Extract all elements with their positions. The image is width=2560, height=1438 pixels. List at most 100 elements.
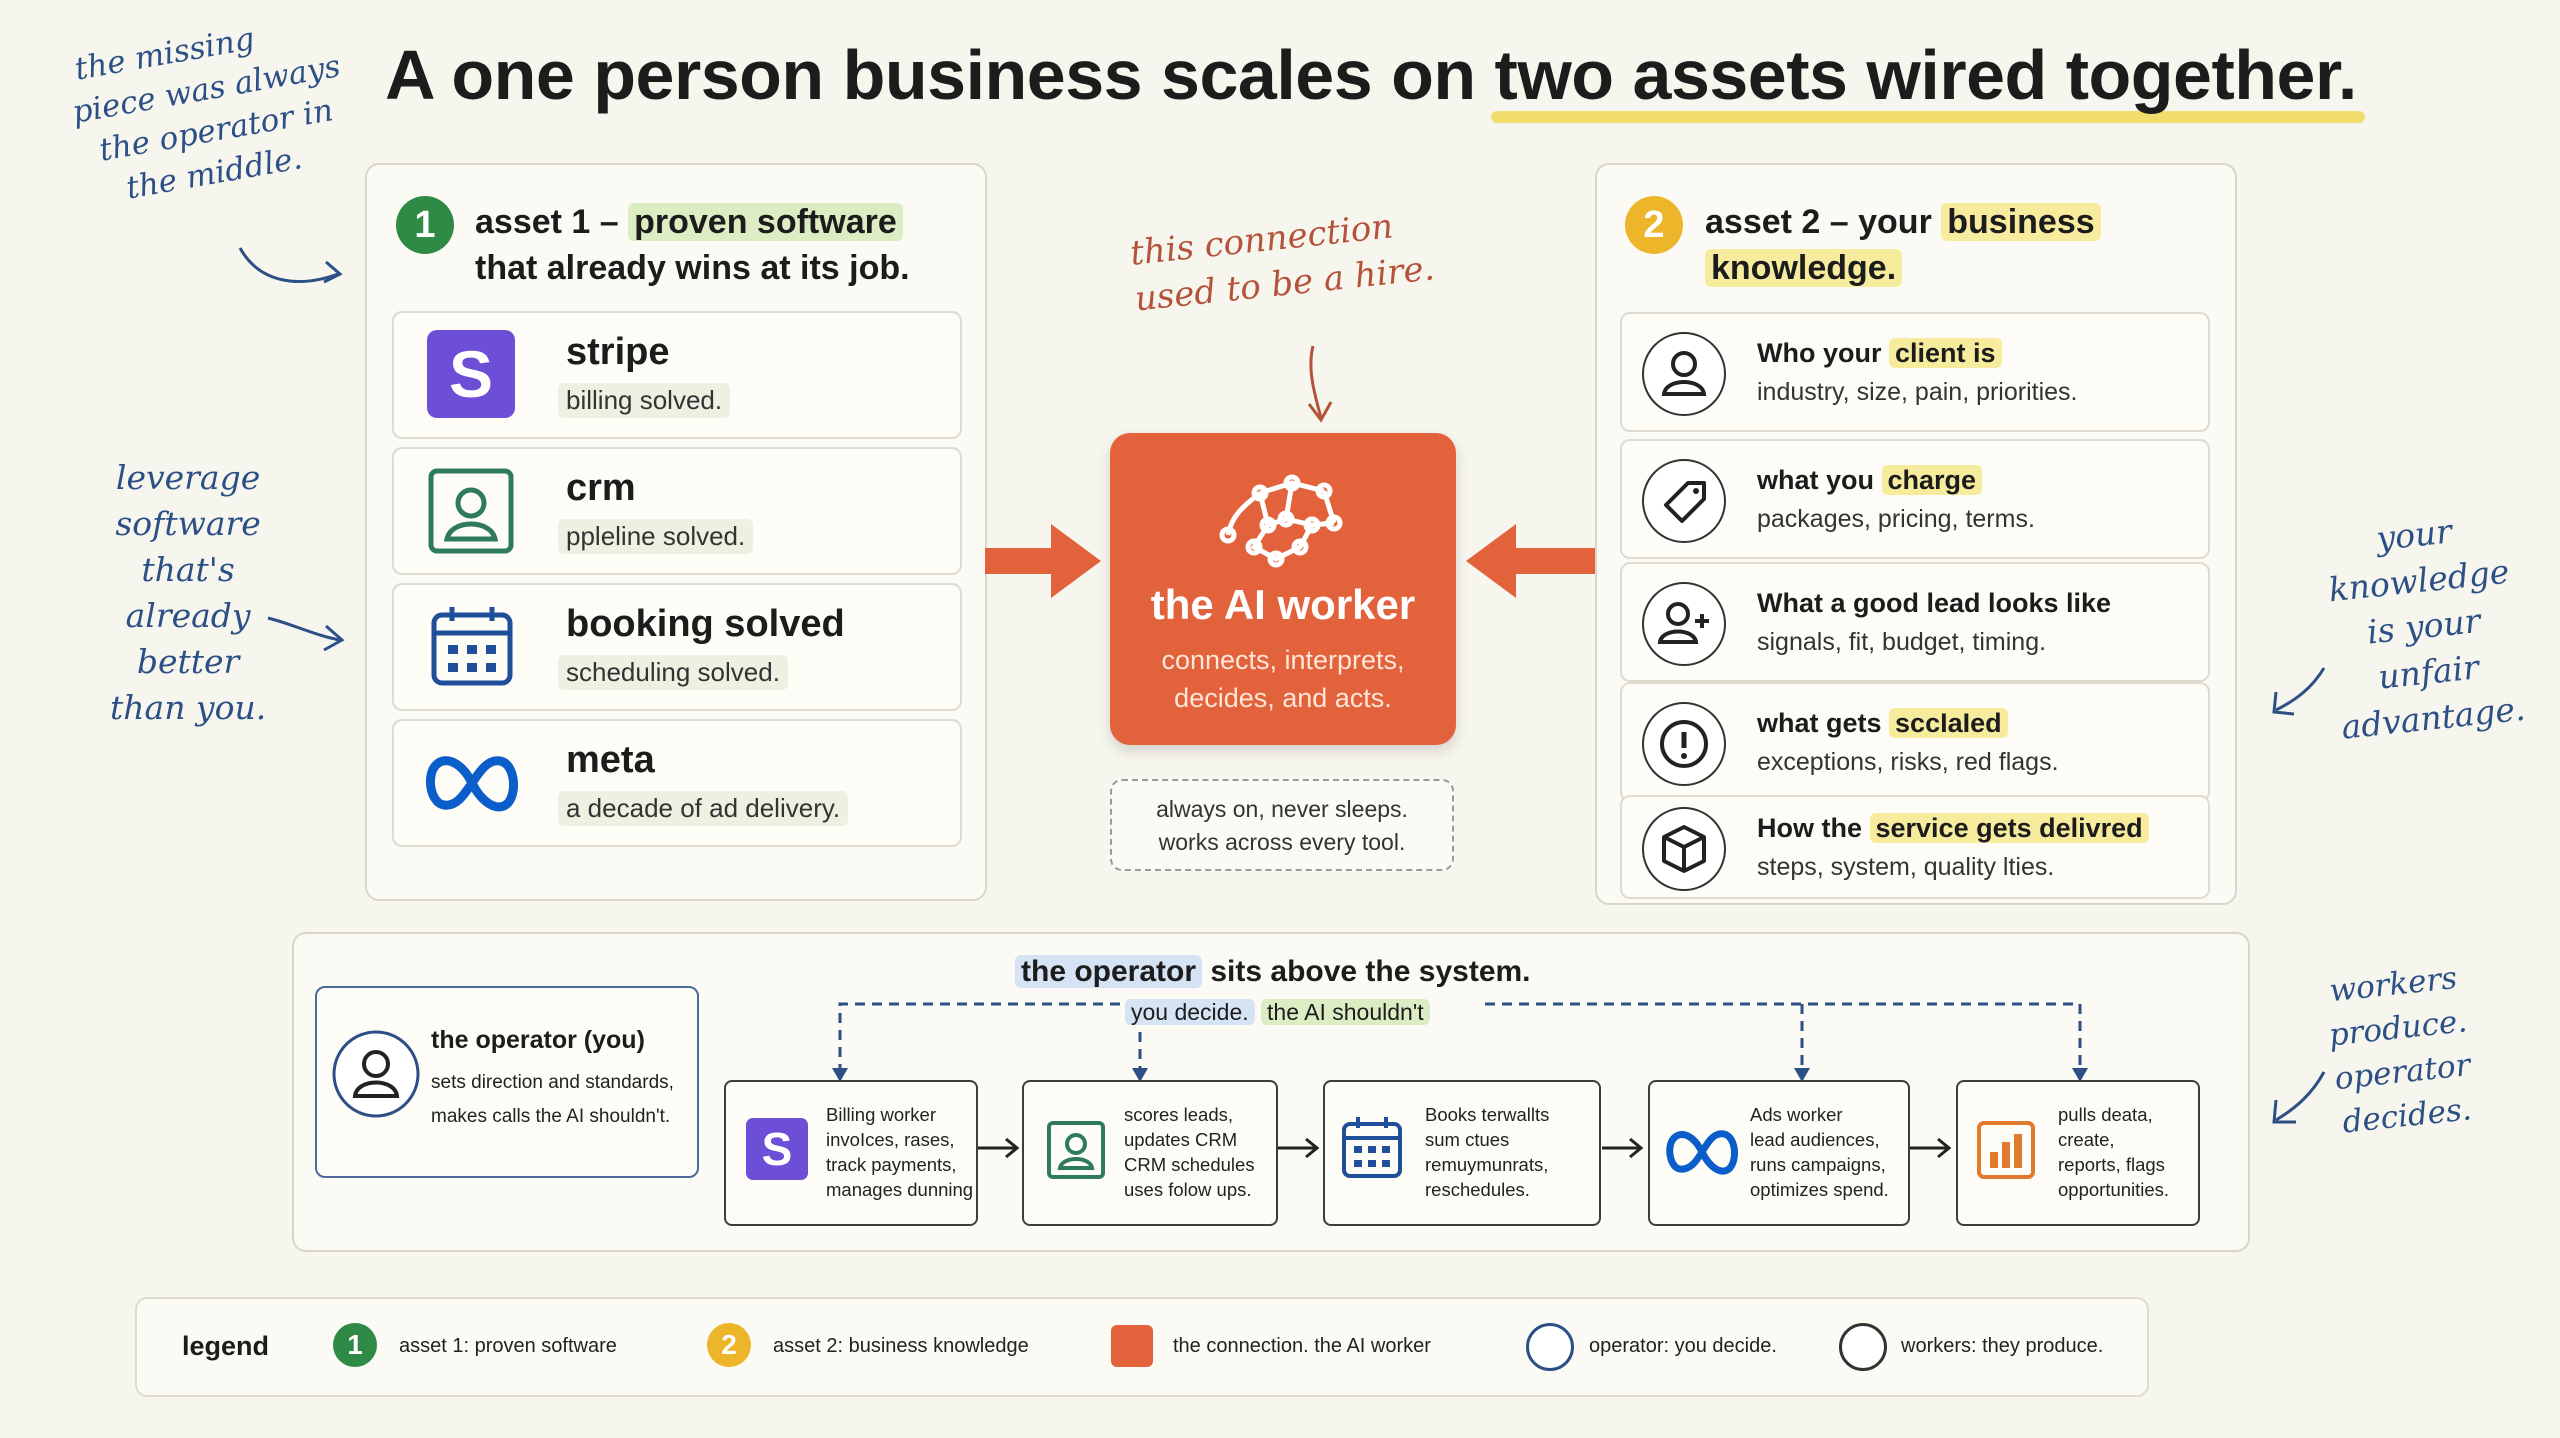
worker-card-crm[interactable]: scores leads, updates CRM CRM schedules … [1022,1080,1278,1226]
legend-marker-ai-worker [1111,1325,1153,1367]
card-title: meta [566,739,655,781]
legend-title: legend [182,1331,270,1361]
operator-subline: you decide. the AI shouldn't [1125,999,1430,1026]
operator-box-description: sets direction and standards, makes call… [431,1066,674,1134]
ai-worker-box[interactable]: the AI worker connects, interprets, deci… [1110,433,1456,745]
operator-box[interactable]: the operator (you) sets direction and st… [315,986,699,1178]
knowledge-card-title: what gets sccIaIed [1757,708,2008,739]
worker-line: uses folow ups. [1124,1179,1252,1200]
annotation-line: better [136,642,240,681]
arrow-annotation-right-bottom [2272,1071,2326,1124]
card-title-text: What a good lead looks like [1757,588,2112,618]
annotation-center-top: this connection used to be a hire. [1128,201,1437,324]
asset1-title-line2: that already wins at its job. [475,249,910,287]
software-card-stripe[interactable]: S stripe billing solved. [392,311,962,439]
worker-line: scores leads, [1124,1104,1233,1125]
operator-headline-highlight: the operator [1015,955,1203,988]
person-add-icon [1642,582,1726,666]
worker-text: Books terwallts sum ctues remuymunrats, … [1425,1102,1549,1202]
bar-chart-icon [1977,1121,2035,1179]
legend-marker-workers [1839,1323,1887,1371]
legend-label: operator: you decide. [1589,1335,1777,1357]
card-subtitle: a decade of ad delivery. [558,791,849,826]
ai-worker-desc-line: decides, and acts. [1174,683,1392,713]
title-highlight: two assets wired together. [1490,36,2366,123]
worker-card-reports[interactable]: pulls deata, create, reports, flags oppo… [1956,1080,2200,1226]
person-icon [1642,332,1726,416]
annotation-right-bottom: workers produce. operator decides. [2322,956,2478,1146]
box-icon [1642,807,1726,891]
page-title: A one person business scales on two asse… [385,35,2366,123]
annotation-line: already [125,596,251,635]
annotation-line: that's [141,550,235,589]
knowledge-card-pricing[interactable]: what you charge packages, pricing, terms… [1620,439,2210,559]
knowledge-card-subtitle: exceptions, risks, red flags. [1757,748,2059,776]
operator-headline: the operator sits above the system. [1015,955,1531,989]
meta-infinity-icon [425,756,519,812]
knowledge-card-subtitle: signals, fit, budget, timing. [1757,628,2047,656]
card-title-text: How the [1757,813,1870,843]
ai-worker-note-line: always on, never sleeps. [1156,796,1408,822]
software-card-booking[interactable]: booking solved scheduling solved. [392,583,962,711]
annotation-line: than you. [110,688,267,727]
asset2-title-prefix: asset 2 – your [1705,203,1942,241]
worker-line: track payments, [826,1154,957,1175]
worker-line: Ads worker [1750,1104,1843,1125]
asset2-title-highlight: knowledge. [1705,249,1903,287]
card-title-text: Who your [1757,338,1889,368]
software-card-crm[interactable]: crm ppleline solved. [392,447,962,575]
worker-text: pulls deata, create, reports, flags oppo… [2058,1102,2169,1202]
ai-worker-description: connects, interprets, decides, and acts. [1110,641,1456,717]
network-nodes-icon [1219,474,1343,568]
operator-subline-green: the AI shouldn't [1261,999,1430,1025]
worker-line: opportunities. [2058,1179,2170,1200]
software-card-meta[interactable]: meta a decade of ad delivery. [392,719,962,847]
operator-subline-blue: you decide. [1125,999,1255,1025]
worker-line: updates CRM [1124,1129,1238,1150]
knowledge-card-subtitle: packages, pricing, terms. [1757,505,2035,533]
arrow-annotation-top-left [238,247,343,284]
worker-line: create, [2058,1129,2115,1150]
arrow-right-to-center [1466,524,1596,598]
card-title-highlight: service gets delivred [1869,813,2149,843]
operator-box-line: makes calls the AI shouldn't. [431,1106,671,1127]
asset2-number-badge: 2 [1625,196,1683,254]
asset1-title-highlight: proven software [628,203,903,241]
worker-line: lead audiences, [1750,1129,1880,1150]
knowledge-card-client[interactable]: Who your client is industry, size, pain,… [1620,312,2210,432]
worker-line: reschedules. [1425,1179,1530,1200]
worker-line: manages dunning [826,1179,974,1200]
knowledge-card-delivery[interactable]: How the service gets delivred steps, sys… [1620,795,2210,899]
legend-marker-asset2: 2 [707,1323,751,1367]
contact-card-icon [1047,1121,1105,1179]
flow-arrow [978,1137,1020,1159]
asset1-title: asset 1 – proven software that already w… [475,199,910,291]
annotation-line: leverage [115,458,261,497]
asset2-panel: 2 asset 2 – your business knowledge. Who… [1595,163,2237,905]
ai-worker-desc-line: connects, interprets, [1161,645,1405,675]
worker-card-ads[interactable]: Ads worker lead audiences, runs campaign… [1648,1080,1910,1226]
knowledge-card-subtitle: steps, system, quality lties. [1757,853,2055,881]
ai-worker-title: the AI worker [1150,581,1416,628]
card-subtitle: scheduling solved. [558,655,788,690]
operator-headline-rest: sits above the system. [1202,955,1531,988]
legend-marker-operator [1526,1323,1574,1371]
worker-card-billing[interactable]: S Billing worker invoIces, rases, track … [724,1080,978,1226]
card-title-highlight: sccIaIed [1889,708,2008,738]
worker-text: Billing worker invoIces, rases, track pa… [826,1102,973,1202]
knowledge-card-escalated[interactable]: what gets sccIaIed exceptions, risks, re… [1620,682,2210,802]
card-title-highlight: client is [1888,338,2002,368]
worker-card-booking[interactable]: Books terwallts sum ctues remuymunrats, … [1323,1080,1601,1226]
card-subtitle: ppleline solved. [558,519,754,554]
meta-infinity-icon [1666,1130,1739,1175]
operator-box-title: the operator (you) [431,1026,645,1054]
card-title: booking solved [566,603,845,645]
knowledge-card-lead[interactable]: What a good lead looks like signals, fit… [1620,562,2210,682]
operator-person-icon [332,1030,420,1118]
ai-worker-note-line: works across every tool. [1158,829,1406,855]
worker-line: runs campaigns, [1750,1154,1886,1175]
knowledge-card-title: Who your client is [1757,338,2002,369]
worker-line: remuymunrats, [1425,1154,1549,1175]
worker-line: CRM schedules [1124,1154,1255,1175]
legend: legend 1 asset 1: proven software 2 asse… [135,1297,2149,1397]
